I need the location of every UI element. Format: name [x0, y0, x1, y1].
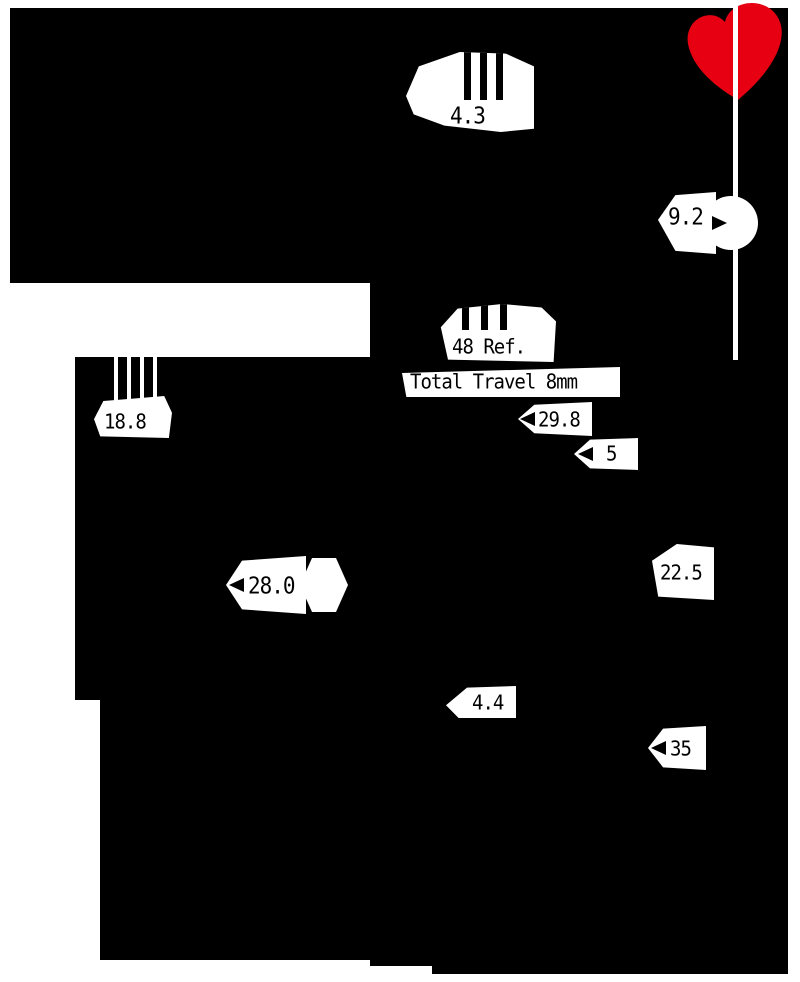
bottom-notch-cutout	[348, 966, 432, 982]
silhouette-left-lower	[100, 700, 370, 905]
silhouette-center-column	[370, 8, 660, 974]
dimension-label-4-4: 4.4	[472, 691, 504, 716]
dimension-callout-total-travel: Total Travel 8mm	[402, 367, 620, 397]
pin-bar	[462, 304, 469, 330]
dimension-label-28-0: 28.0	[248, 573, 296, 600]
extension-line	[153, 352, 157, 412]
extension-line	[127, 352, 131, 412]
pin-bar	[496, 52, 503, 100]
dimension-arrow-left-icon	[651, 741, 666, 755]
dimension-arrow-left-icon	[520, 412, 535, 426]
dimension-callout-28-0: 28.0	[226, 556, 306, 614]
dimension-callout-18-8: 18.8	[94, 396, 172, 438]
dimension-callout-48-ref: 48 Ref.	[440, 304, 556, 362]
silhouette-bottom-left-stub	[100, 905, 370, 960]
silhouette-top-left	[10, 8, 370, 283]
pin-bar	[500, 304, 507, 330]
dimension-label-35: 35	[670, 737, 692, 762]
dimension-label-4-3: 4.3	[450, 103, 486, 130]
dimension-label-18-8: 18.8	[104, 410, 147, 435]
dimension-label-29-8: 29.8	[538, 408, 581, 433]
dimension-label-9-2: 9.2	[668, 204, 704, 231]
silhouette-right-column	[660, 8, 788, 974]
extension-line	[140, 352, 144, 412]
pin-bar	[480, 52, 487, 100]
dimension-label-total-travel: Total Travel 8mm	[410, 370, 578, 395]
extension-line-vertical	[733, 0, 738, 360]
dimension-arrow-right-icon	[712, 216, 727, 230]
dimension-arrow-left-icon	[578, 447, 593, 461]
hex-nut-cutout	[300, 558, 348, 612]
extension-line	[114, 352, 118, 412]
dimension-label-5: 5	[606, 442, 617, 467]
dimension-label-22-5: 22.5	[660, 561, 703, 586]
dimension-callout-4-3: 4.3	[406, 52, 534, 132]
dimension-label-48-ref: 48 Ref.	[452, 335, 526, 360]
pin-bar	[464, 52, 471, 100]
pin-bar	[481, 304, 488, 330]
dimension-arrow-left-icon	[229, 578, 244, 592]
